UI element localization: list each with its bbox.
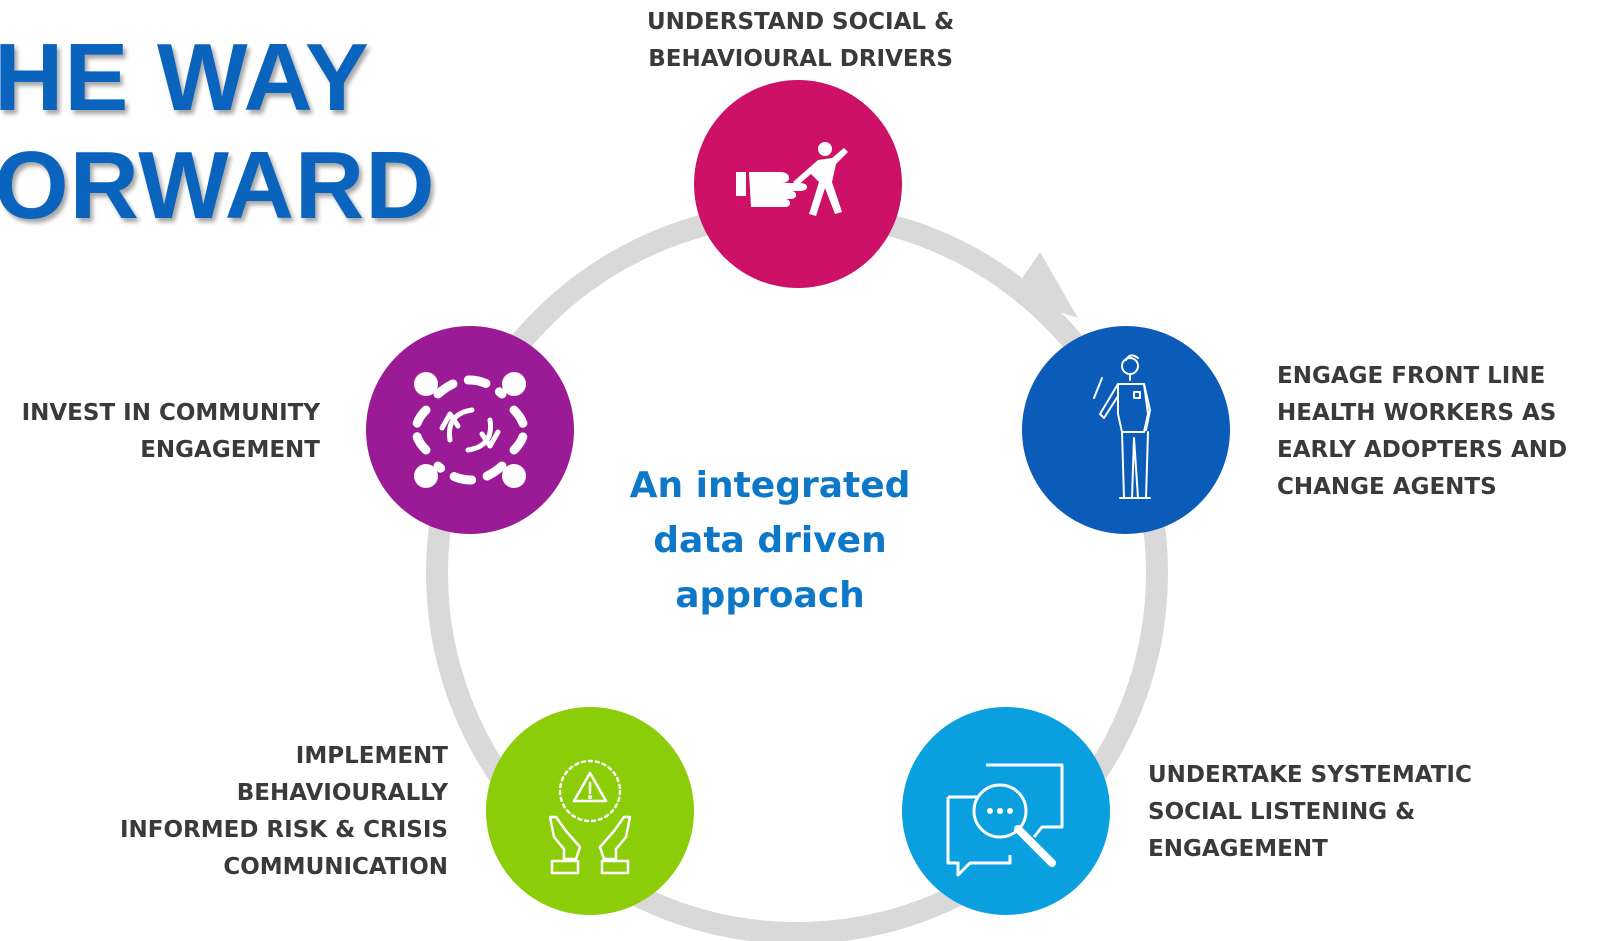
center-caption: An integrated data driven approach bbox=[620, 458, 920, 623]
step-5-label-line-1: INVEST IN COMMUNITY bbox=[21, 400, 320, 426]
step-2-label-line-3: EARLY ADOPTERS AND bbox=[1277, 437, 1568, 463]
step-4-label-line-3: INFORMED RISK & CRISIS bbox=[119, 817, 448, 843]
pointing-hand-figure-icon bbox=[736, 142, 848, 216]
page-title: HE WAY ORWARD bbox=[0, 24, 436, 240]
step-4-label-line-4: COMMUNICATION bbox=[223, 854, 448, 880]
step-1-label: UNDERSTAND SOCIAL & BEHAVIOURAL DRIVERS bbox=[647, 4, 954, 78]
step-4-circle bbox=[486, 707, 694, 915]
center-line-1: An integrated bbox=[629, 465, 911, 506]
step-4-label-line-2: BEHAVIOURALLY bbox=[236, 780, 448, 806]
step-2-label-line-1: ENGAGE FRONT LINE bbox=[1277, 363, 1546, 389]
step-3-label-line-1: UNDERTAKE SYSTEMATIC bbox=[1148, 762, 1472, 788]
step-4-label-line-1: IMPLEMENT bbox=[295, 743, 448, 769]
step-2-circle bbox=[1022, 326, 1230, 534]
step-5-label-line-2: ENGAGEMENT bbox=[140, 437, 320, 463]
step-2-label-line-2: HEALTH WORKERS AS bbox=[1277, 400, 1557, 426]
warning-hands-icon bbox=[548, 759, 632, 875]
step-1-label-line-1: UNDERSTAND SOCIAL & bbox=[647, 9, 955, 35]
step-5-circle bbox=[366, 326, 574, 534]
step-1-circle bbox=[694, 80, 902, 288]
step-3-circle bbox=[902, 707, 1110, 915]
step-3-label-line-2: SOCIAL LISTENING & bbox=[1148, 799, 1416, 825]
step-3-label: UNDERTAKE SYSTEMATIC SOCIAL LISTENING & … bbox=[1148, 757, 1472, 868]
center-line-3: approach bbox=[675, 575, 865, 616]
step-1-label-line-2: BEHAVIOURAL DRIVERS bbox=[648, 46, 953, 72]
title-line-2: ORWARD bbox=[0, 132, 436, 239]
step-5-label: INVEST IN COMMUNITY ENGAGEMENT bbox=[22, 395, 320, 469]
step-4-label: IMPLEMENT BEHAVIOURALLY INFORMED RISK & … bbox=[120, 738, 448, 886]
step-2-label: ENGAGE FRONT LINE HEALTH WORKERS AS EARL… bbox=[1277, 358, 1567, 506]
title-line-1: HE WAY bbox=[0, 24, 370, 131]
health-worker-icon bbox=[1093, 354, 1151, 499]
step-2-label-line-4: CHANGE AGENTS bbox=[1277, 474, 1497, 500]
cycle-arrowhead bbox=[1010, 252, 1078, 318]
center-line-2: data driven bbox=[653, 520, 887, 561]
community-cycle-icon bbox=[411, 372, 529, 488]
search-chat-icon bbox=[946, 763, 1064, 877]
step-3-label-line-3: ENGAGEMENT bbox=[1148, 836, 1328, 862]
